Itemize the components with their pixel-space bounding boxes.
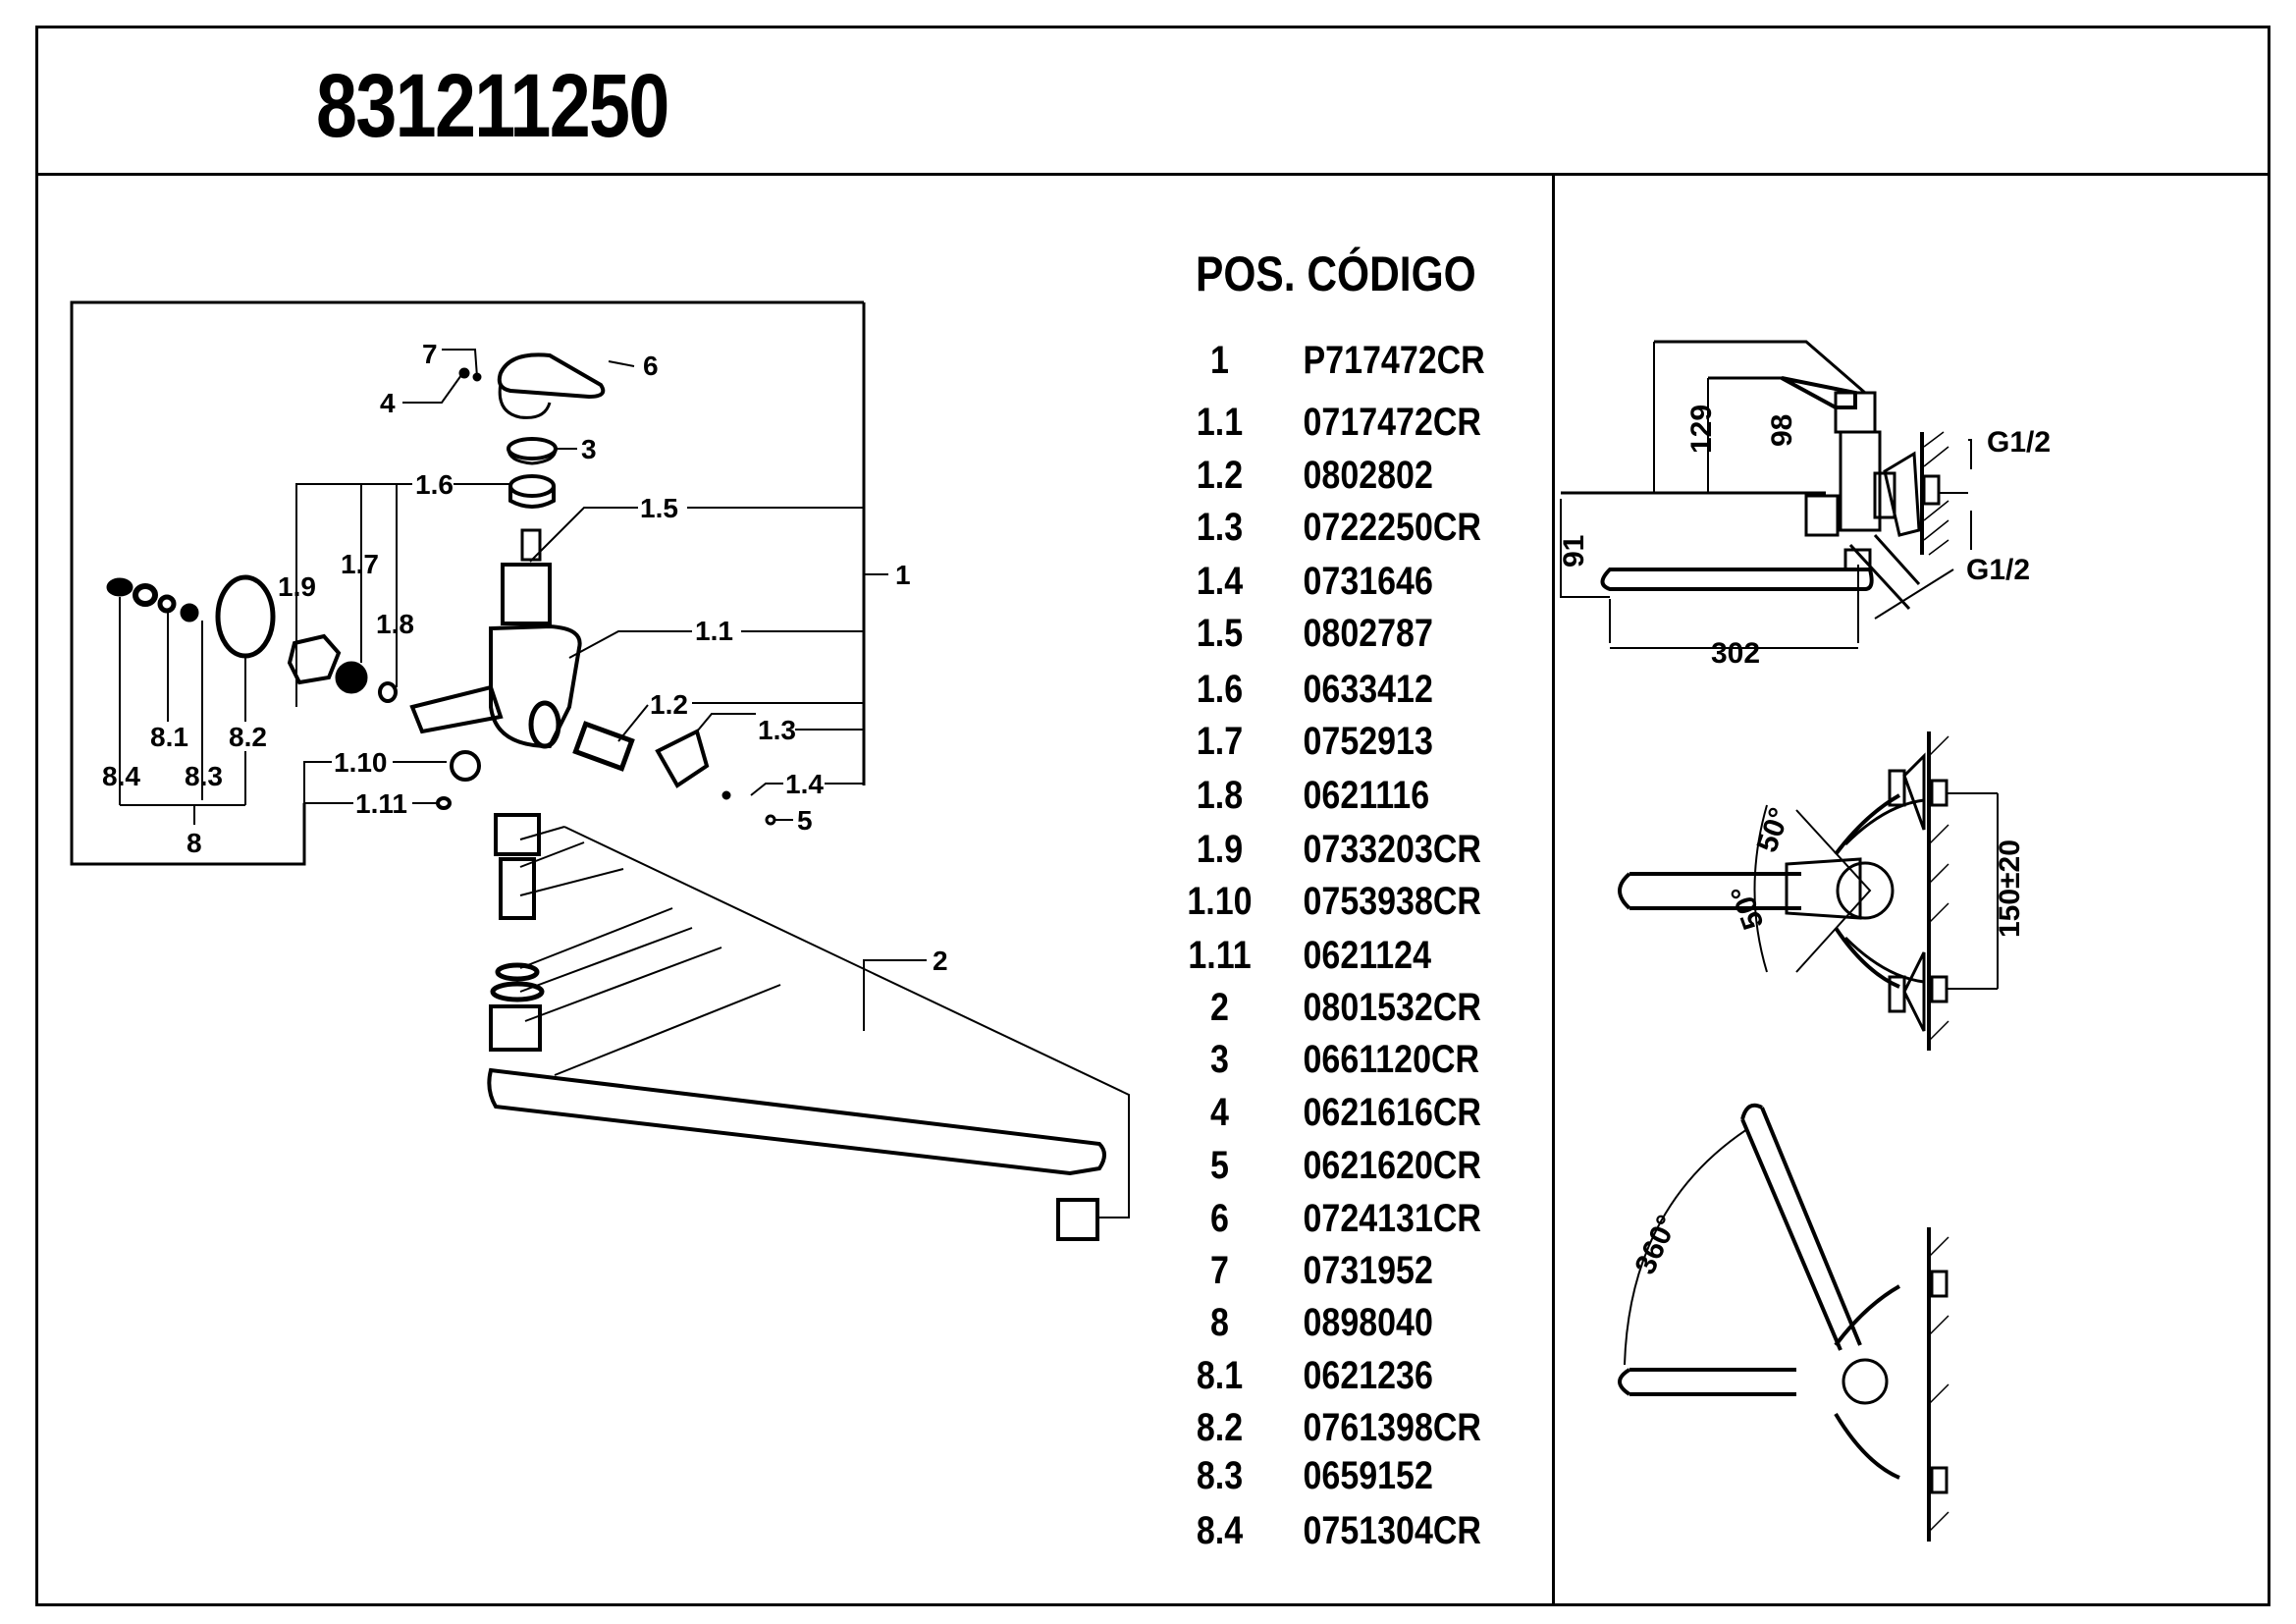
part-position: 1.5: [1196, 612, 1244, 655]
callout-1-4: 1.4: [785, 769, 824, 799]
callout-8: 8: [187, 828, 202, 858]
part-code: 0801532CR: [1303, 986, 1481, 1029]
part-position: 1.4: [1196, 560, 1244, 603]
part-code: 0898040: [1303, 1301, 1433, 1344]
part-code: 0661120CR: [1303, 1038, 1480, 1081]
dim-angle-up: 50°: [1751, 803, 1797, 856]
part-code: 0621616CR: [1303, 1091, 1481, 1134]
part-code: 0731952: [1303, 1249, 1433, 1292]
dim-spacing: 150±20: [1994, 839, 2026, 938]
title-divider: [35, 173, 2270, 176]
callout-8-1: 8.1: [150, 722, 188, 752]
part-code: 0621620CR: [1303, 1144, 1481, 1187]
side-view: [1560, 340, 1972, 649]
callout-1-7: 1.7: [341, 549, 379, 579]
rotation-view: [1618, 1103, 1949, 1542]
part-position: 1.7: [1196, 720, 1244, 763]
part-code: 0659152: [1303, 1454, 1433, 1497]
part-position: 8.3: [1196, 1454, 1244, 1497]
part-position: 7: [1210, 1249, 1229, 1292]
callout-7: 7: [422, 339, 438, 369]
part-position: 1.3: [1196, 506, 1244, 549]
callout-1-1: 1.1: [695, 616, 733, 646]
callout-6: 6: [643, 351, 659, 381]
part-position: 8.1: [1196, 1354, 1244, 1397]
callout-1-2: 1.2: [650, 689, 688, 720]
part-code: 0722250CR: [1303, 506, 1481, 549]
callout-1: 1: [895, 560, 911, 590]
callout-1-9: 1.9: [278, 571, 316, 602]
part-code: 0751304CR: [1303, 1509, 1481, 1552]
parts-table-header: POS. CÓDIGO: [1196, 246, 1476, 301]
callout-4: 4: [380, 388, 396, 418]
dim-91: 91: [1558, 535, 1590, 568]
part-position: 8.2: [1196, 1406, 1244, 1449]
top-view: [1618, 731, 1999, 1051]
callout-1-3: 1.3: [758, 715, 796, 745]
callout-5: 5: [797, 805, 813, 836]
part-position: 3: [1210, 1038, 1229, 1081]
callout-3: 3: [581, 434, 597, 464]
callout-8-3: 8.3: [185, 761, 223, 791]
callout-8-2: 8.2: [229, 722, 267, 752]
part-position: 1.11: [1188, 934, 1252, 977]
dim-rotation: 360°: [1629, 1211, 1683, 1279]
part-position: 1.9: [1196, 828, 1244, 871]
part-position: 1.2: [1196, 454, 1244, 497]
aerator-part: [1056, 1198, 1099, 1241]
part-code: 0761398CR: [1303, 1406, 1481, 1449]
spout-part: [487, 1067, 1106, 1176]
part-code: 0733203CR: [1303, 828, 1481, 871]
part-code: 0802802: [1303, 454, 1433, 497]
part-position: 1.1: [1196, 401, 1244, 444]
callout-1-8: 1.8: [376, 609, 414, 639]
column-divider: [1552, 173, 1555, 1606]
part-code: 0731646: [1303, 560, 1433, 603]
drawing-frame: [35, 26, 2270, 1606]
part-position: 5: [1210, 1144, 1229, 1187]
model-number: 831211250: [316, 56, 669, 156]
part-position: 1.8: [1196, 774, 1244, 817]
dim-302: 302: [1711, 637, 1760, 670]
dim-thread-bottom: G1/2: [1966, 554, 2030, 586]
assembly-bracket: [70, 300, 864, 866]
part-code: 0753938CR: [1303, 880, 1481, 923]
part-position: 8: [1210, 1301, 1229, 1344]
part-position: 1.10: [1187, 880, 1253, 923]
part-code: 0717472CR: [1303, 401, 1481, 444]
callout-1-5: 1.5: [640, 493, 678, 523]
part-position: 1.6: [1196, 668, 1244, 711]
part-position: 1: [1210, 339, 1229, 382]
dim-129: 129: [1685, 405, 1718, 454]
part-code: P717472CR: [1303, 339, 1485, 382]
part-code: 0724131CR: [1303, 1197, 1481, 1240]
callout-1-6: 1.6: [415, 469, 454, 500]
part-position: 8.4: [1196, 1509, 1244, 1552]
part-code: 0621116: [1303, 774, 1430, 817]
dim-angle-down: 50°: [1725, 881, 1771, 934]
part-code: 0621236: [1303, 1354, 1433, 1397]
callout-1-10: 1.10: [334, 747, 388, 778]
dim-thread-top: G1/2: [1987, 426, 2051, 459]
callout-2: 2: [933, 946, 948, 976]
callout-1-11: 1.11: [355, 788, 407, 819]
callout-8-4: 8.4: [102, 761, 140, 791]
part-position: 4: [1210, 1091, 1229, 1134]
part-code: 0802787: [1303, 612, 1433, 655]
dim-98: 98: [1766, 414, 1798, 447]
part-code: 0633412: [1303, 668, 1433, 711]
part-code: 0621124: [1303, 934, 1431, 977]
part-position: 2: [1210, 986, 1229, 1029]
part-code: 0752913: [1303, 720, 1433, 763]
part-position: 6: [1210, 1197, 1229, 1240]
